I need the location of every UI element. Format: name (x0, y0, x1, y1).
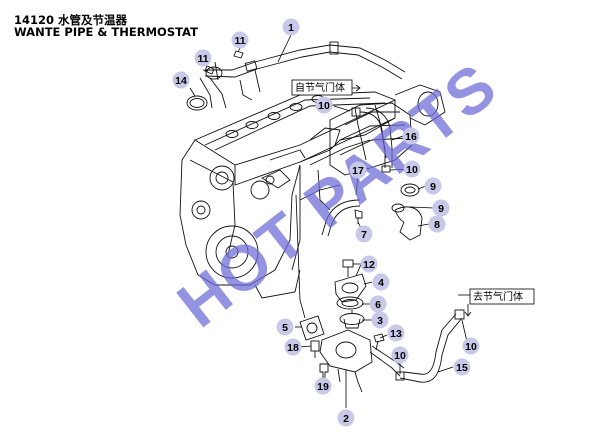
svg-text:10: 10 (465, 341, 477, 353)
hose-16 (351, 107, 393, 173)
svg-text:2: 2 (343, 413, 349, 425)
svg-text:14: 14 (175, 75, 187, 87)
callout-5: 5 (276, 318, 294, 336)
svg-text:7: 7 (361, 229, 367, 241)
svg-text:9: 9 (430, 181, 436, 193)
svg-text:10: 10 (406, 164, 418, 176)
callout-2: 2 (337, 409, 355, 427)
pipe-17 (321, 199, 361, 237)
water-pipe-1 (199, 41, 406, 109)
callout-15: 15 (453, 358, 471, 376)
svg-text:10: 10 (318, 100, 330, 112)
to-throttle-label: 去节气门体 (473, 290, 523, 303)
hose-15 (395, 309, 465, 383)
callout-10b: 10 (403, 160, 421, 178)
callout-11b: 11 (231, 31, 249, 49)
callout-14: 14 (172, 71, 190, 89)
callout-17: 17 (349, 161, 367, 179)
callout-19: 19 (314, 377, 332, 395)
svg-text:3: 3 (377, 315, 383, 327)
to-throttle-label-box (469, 288, 535, 305)
gasket-5 (299, 315, 325, 341)
callout-1: 1 (282, 18, 300, 36)
callout-3: 3 (371, 311, 389, 329)
page-english-title: WANTE PIPE & THERMOSTAT (14, 25, 198, 39)
svg-text:10: 10 (394, 350, 406, 362)
thermostat-3 (339, 310, 365, 329)
svg-text:6: 6 (375, 299, 381, 311)
bolt-7 (354, 209, 363, 224)
from-throttle-arrow (352, 84, 361, 92)
svg-text:1: 1 (288, 22, 294, 34)
bolt-13 (373, 333, 385, 351)
svg-text:11: 11 (197, 53, 208, 65)
svg-text:12: 12 (363, 259, 375, 271)
svg-text:8: 8 (434, 219, 440, 231)
svg-text:4: 4 (378, 277, 384, 289)
bolts-11 (204, 50, 244, 75)
gasket-6 (336, 296, 364, 310)
from-throttle-label: 自节气门体 (295, 81, 345, 94)
callout-7: 7 (355, 225, 373, 243)
callout-10c: 10 (391, 346, 409, 364)
callout-12: 12 (360, 255, 378, 273)
callout-18: 18 (284, 338, 302, 356)
from-throttle-label-box (291, 79, 353, 96)
callout-9a: 9 (424, 177, 442, 195)
callout-8: 8 (428, 215, 446, 233)
callout-13: 13 (387, 324, 405, 342)
page-code-title: 14120 水管及节温器 (14, 13, 128, 27)
svg-text:5: 5 (282, 322, 288, 334)
svg-text:15: 15 (456, 362, 468, 374)
svg-text:17: 17 (352, 165, 364, 177)
svg-text:16: 16 (405, 131, 417, 143)
to-throttle-arrow (464, 304, 472, 317)
callout-6: 6 (369, 295, 387, 313)
sensor-18 (310, 340, 320, 358)
svg-text:13: 13 (390, 328, 402, 340)
svg-text:11: 11 (234, 35, 245, 47)
callout-16: 16 (402, 127, 420, 145)
thermostat-cover-4 (334, 261, 367, 303)
bolt-12 (342, 259, 354, 277)
callout-4: 4 (372, 273, 390, 291)
callout-9b: 9 (432, 199, 450, 217)
o-ring-14 (186, 95, 208, 111)
svg-text:9: 9 (438, 203, 444, 215)
callout-10a: 10 (315, 96, 333, 114)
svg-text:19: 19 (317, 381, 329, 393)
svg-text:18: 18 (287, 342, 299, 354)
callout-11a: 11 (194, 49, 212, 67)
hose-8 (391, 183, 423, 241)
callout-10d: 10 (462, 337, 480, 355)
